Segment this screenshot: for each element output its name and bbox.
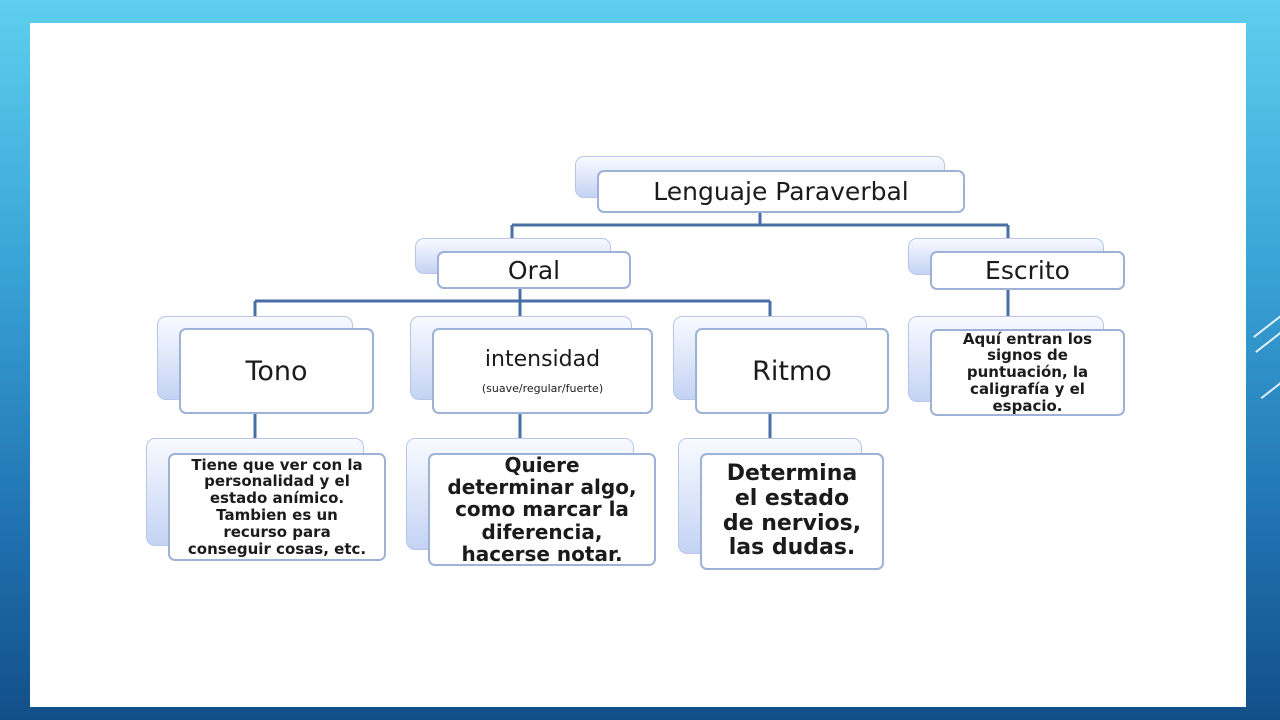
node-box: Determina el estado de nervios, las duda…: [700, 453, 884, 570]
node-box: Tono: [179, 328, 374, 414]
node-box: Ritmo: [695, 328, 889, 414]
node-description: Tiene que ver con la personalidad y el e…: [187, 455, 367, 558]
node-description: Aquí entran los signos de puntuación, la…: [962, 329, 1093, 415]
node-label: Tono: [245, 355, 308, 387]
node-box: Lenguaje Paraverbal: [597, 170, 965, 213]
node-label: Ritmo: [752, 355, 832, 387]
node-box: intensidad (suave/regular/fuerte): [432, 328, 653, 414]
node-box: Quiere determinar algo, como marcar la d…: [428, 453, 656, 566]
node-label: Escrito: [985, 256, 1070, 285]
node-box: Tiene que ver con la personalidad y el e…: [168, 453, 386, 561]
node-description: Determina el estado de nervios, las duda…: [722, 461, 862, 561]
node-box: Escrito: [930, 251, 1125, 290]
node-box: Aquí entran los signos de puntuación, la…: [930, 329, 1125, 416]
node-label: intensidad: [484, 347, 601, 372]
node-description: Quiere determinar algo, como marcar la d…: [447, 452, 637, 567]
node-sublabel: (suave/regular/fuerte): [481, 382, 604, 395]
node-label: Lenguaje Paraverbal: [653, 177, 909, 206]
node-label: Oral: [507, 255, 561, 285]
node-box: Oral: [437, 251, 631, 289]
